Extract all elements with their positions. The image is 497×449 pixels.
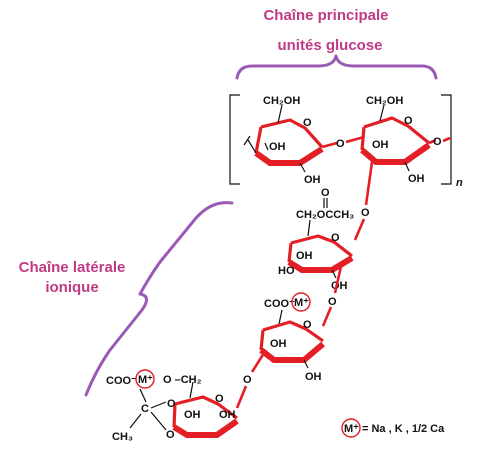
pyruvate-cation-circle xyxy=(135,369,155,389)
side-chain-title-line1: Chaîne latérale xyxy=(19,259,126,276)
legend-symbol: M⁺ xyxy=(344,423,359,435)
main-chain-brace xyxy=(235,54,438,80)
glycosidic-oxygen-2-3: O xyxy=(361,207,370,219)
glycosidic-oxygen-3-4: O xyxy=(328,296,337,308)
ring5-oh-left: OH xyxy=(184,409,201,421)
repeat-bracket-right xyxy=(441,94,452,185)
side-ring-3: CH₂OCCH₃ O O OH HO OH xyxy=(278,187,354,292)
ring2-ch2oh: CH₂OH xyxy=(366,95,403,107)
side-ring-4: COO⁻ M⁺ O OH OH xyxy=(259,292,325,383)
glucose-ring-2: CH₂OH O OH OH O xyxy=(360,95,451,185)
ring5-oh-right: OH xyxy=(219,409,236,421)
main-chain-title-line2: unités glucose xyxy=(277,37,382,54)
cation-legend: M⁺ = Na , K , 1/2 Ca xyxy=(341,418,445,438)
ring1-ch2oh: CH₂OH xyxy=(263,95,300,107)
pyruvate-o-upper: O xyxy=(167,398,176,410)
pyruvate-o-ch2: O –CH₂ xyxy=(163,374,202,386)
legend-text: = Na , K , 1/2 Ca xyxy=(362,423,445,435)
side-chain-brace xyxy=(84,201,234,397)
glucose-ring-1: CH₂OH O OH OH xyxy=(243,95,324,186)
ring3-oh-inner: OH xyxy=(296,250,313,262)
ring4-cation-circle xyxy=(291,292,311,312)
ring3-acetyl-group: CH₂OCCH₃ xyxy=(296,209,354,221)
legend-cation-circle xyxy=(341,418,361,438)
glycosidic-oxygen-1-2: O xyxy=(336,138,345,150)
side-chain-title-line2: ionique xyxy=(45,279,98,296)
ring5-ring-oxygen: O xyxy=(215,393,224,405)
pyruvate-ketal: COO⁻ M⁺ O –CH₂ C O O CH₃ xyxy=(106,369,202,443)
ring4-carboxylate: COO⁻ xyxy=(264,298,295,310)
ring4-ring-oxygen: O xyxy=(303,319,312,331)
pyruvate-methyl: CH₃ xyxy=(112,431,133,443)
ring2-oh-bottom: OH xyxy=(408,173,425,185)
ring3-acetyl-carbonyl-o: O xyxy=(321,187,330,199)
ring3-oh-bottom: OH xyxy=(331,280,348,292)
pyruvate-carbon: C xyxy=(141,403,149,415)
ring2-oh-inner: OH xyxy=(372,139,389,151)
side-ring-5: O OH OH xyxy=(172,381,239,438)
glycosidic-oxygen-4-5: O xyxy=(243,374,252,386)
ring4-cation: M⁺ xyxy=(294,297,309,309)
main-chain-title-line1: Chaîne principale xyxy=(263,7,388,24)
ring3-ring-oxygen: O xyxy=(331,232,340,244)
repeat-index-n: n xyxy=(456,177,463,189)
ring1-ring-oxygen: O xyxy=(303,117,312,129)
ring4-oh-bottom: OH xyxy=(305,371,322,383)
pyruvate-carboxylate: COO⁻ xyxy=(106,375,137,387)
ring1-oh-bottom: OH xyxy=(304,174,321,186)
ring3-ho: HO xyxy=(278,265,295,277)
pyruvate-o-lower: O xyxy=(166,429,175,441)
ring2-ring-oxygen: O xyxy=(404,115,413,127)
ring2-end-oxygen: O xyxy=(433,136,442,148)
ring4-oh-inner: OH xyxy=(270,338,287,350)
pyruvate-cation: M⁺ xyxy=(138,374,153,386)
repeat-bracket-left xyxy=(229,94,240,185)
ring1-oh-inner: OH xyxy=(269,141,286,153)
